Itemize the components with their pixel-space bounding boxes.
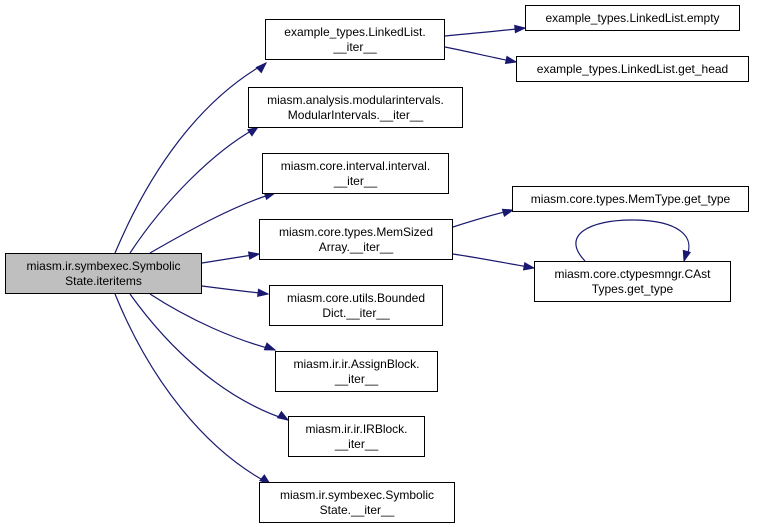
edge-root-to-interval [149, 192, 276, 254]
edge-root-to-modularintervals-arrowhead [246, 126, 260, 137]
edge-linkedlist-to-empty [444, 27, 526, 37]
edge-root-to-linkedlist-iter-arrowhead [255, 61, 268, 74]
node-modularintervals-iter[interactable]: miasm.analysis.modularintervals. Modular… [248, 87, 463, 128]
node-label-line1: miasm.core.utils.Bounded [286, 290, 426, 305]
node-label-line2: Array.__iter__ [318, 239, 394, 254]
edge-root-to-symbolicstate-iter [114, 293, 271, 485]
node-label-line1: miasm.core.types.MemSized [278, 224, 434, 239]
edge-castypes-self-loop-arrowhead [682, 249, 692, 263]
node-linkedlist-iter[interactable]: example_types.LinkedList. __iter__ [265, 19, 445, 60]
edge-linkedlist-to-get-head-arrowhead [504, 55, 518, 65]
node-label-line2: __iter__ [334, 371, 379, 386]
node-label-line2: Dict.__iter__ [322, 305, 390, 320]
edge-root-to-irblock-arrowhead [276, 410, 290, 421]
node-symbolic-state-iteritems: miasm.ir.symbexec.Symbolic State.iterite… [5, 253, 202, 294]
node-symbolicstate-iter[interactable]: miasm.ir.symbexec.Symbolic State.__iter_… [259, 482, 455, 523]
node-label-line1: miasm.analysis.modularintervals. [267, 92, 444, 107]
edge-memsized-to-castypes [452, 253, 535, 269]
node-label-line2: State.__iter__ [319, 502, 395, 517]
node-label-line1: example_types.LinkedList.empty [545, 10, 720, 25]
node-linkedlist-empty[interactable]: example_types.LinkedList.empty [525, 5, 740, 31]
edge-castypes-self-loop [575, 219, 690, 262]
node-label-line1: miasm.ir.ir.IRBlock. [305, 421, 408, 436]
edge-root-to-modularintervals [129, 126, 259, 254]
edge-root-to-assignblock-arrowhead [263, 342, 277, 351]
node-label-line1: miasm.core.interval.interval. [280, 158, 431, 173]
node-label-line1: miasm.core.types.MemType.get_type [530, 191, 731, 206]
edge-root-to-boundeddict-arrowhead [257, 288, 270, 298]
node-interval-iter[interactable]: miasm.core.interval.interval. __iter__ [262, 153, 449, 194]
node-label-line2: State.iteritems [65, 273, 142, 288]
node-boundeddict-iter[interactable]: miasm.core.utils.Bounded Dict.__iter__ [269, 285, 443, 326]
node-irblock-iter[interactable]: miasm.ir.ir.IRBlock. __iter__ [288, 416, 425, 457]
edge-root-to-irblock [129, 293, 289, 421]
node-memtype-get-type[interactable]: miasm.core.types.MemType.get_type [512, 186, 749, 212]
node-label-line1: miasm.core.ctypesmngr.CAst [554, 266, 711, 281]
node-linkedlist-get-head[interactable]: example_types.LinkedList.get_head [516, 56, 749, 82]
edge-memsized-to-memtype-arrowhead [501, 208, 515, 218]
node-assignblock-iter[interactable]: miasm.ir.ir.AssignBlock. __iter__ [275, 351, 438, 392]
node-castypes-get-type[interactable]: miasm.core.ctypesmngr.CAst Types.get_typ… [534, 261, 731, 302]
edge-root-to-linkedlist-iter [114, 62, 267, 254]
node-label-line2: __iter__ [333, 173, 378, 188]
node-label-line2: ModularIntervals.__iter__ [287, 107, 424, 122]
edge-linkedlist-to-get-head [444, 46, 517, 63]
node-label-line2: __iter__ [334, 436, 379, 451]
node-label-line2: __iter__ [333, 39, 377, 54]
node-memsizedarray-iter[interactable]: miasm.core.types.MemSized Array.__iter__ [259, 219, 453, 260]
node-label-line1: example_types.LinkedList. [284, 24, 426, 39]
node-label-line1: example_types.LinkedList.get_head [536, 61, 729, 76]
edge-root-to-memsizedarray-arrowhead [247, 251, 261, 260]
node-label-line1: miasm.ir.symbexec.Symbolic [26, 258, 181, 273]
node-label-line2: Types.get_type [591, 281, 674, 296]
edge-memsized-to-castypes-arrowhead [522, 261, 536, 271]
node-label-line1: miasm.ir.ir.AssignBlock. [293, 356, 420, 371]
edge-root-to-assignblock [149, 293, 276, 351]
node-label-line1: miasm.ir.symbexec.Symbolic [279, 487, 435, 502]
edge-linkedlist-to-empty-arrowhead [514, 24, 527, 34]
